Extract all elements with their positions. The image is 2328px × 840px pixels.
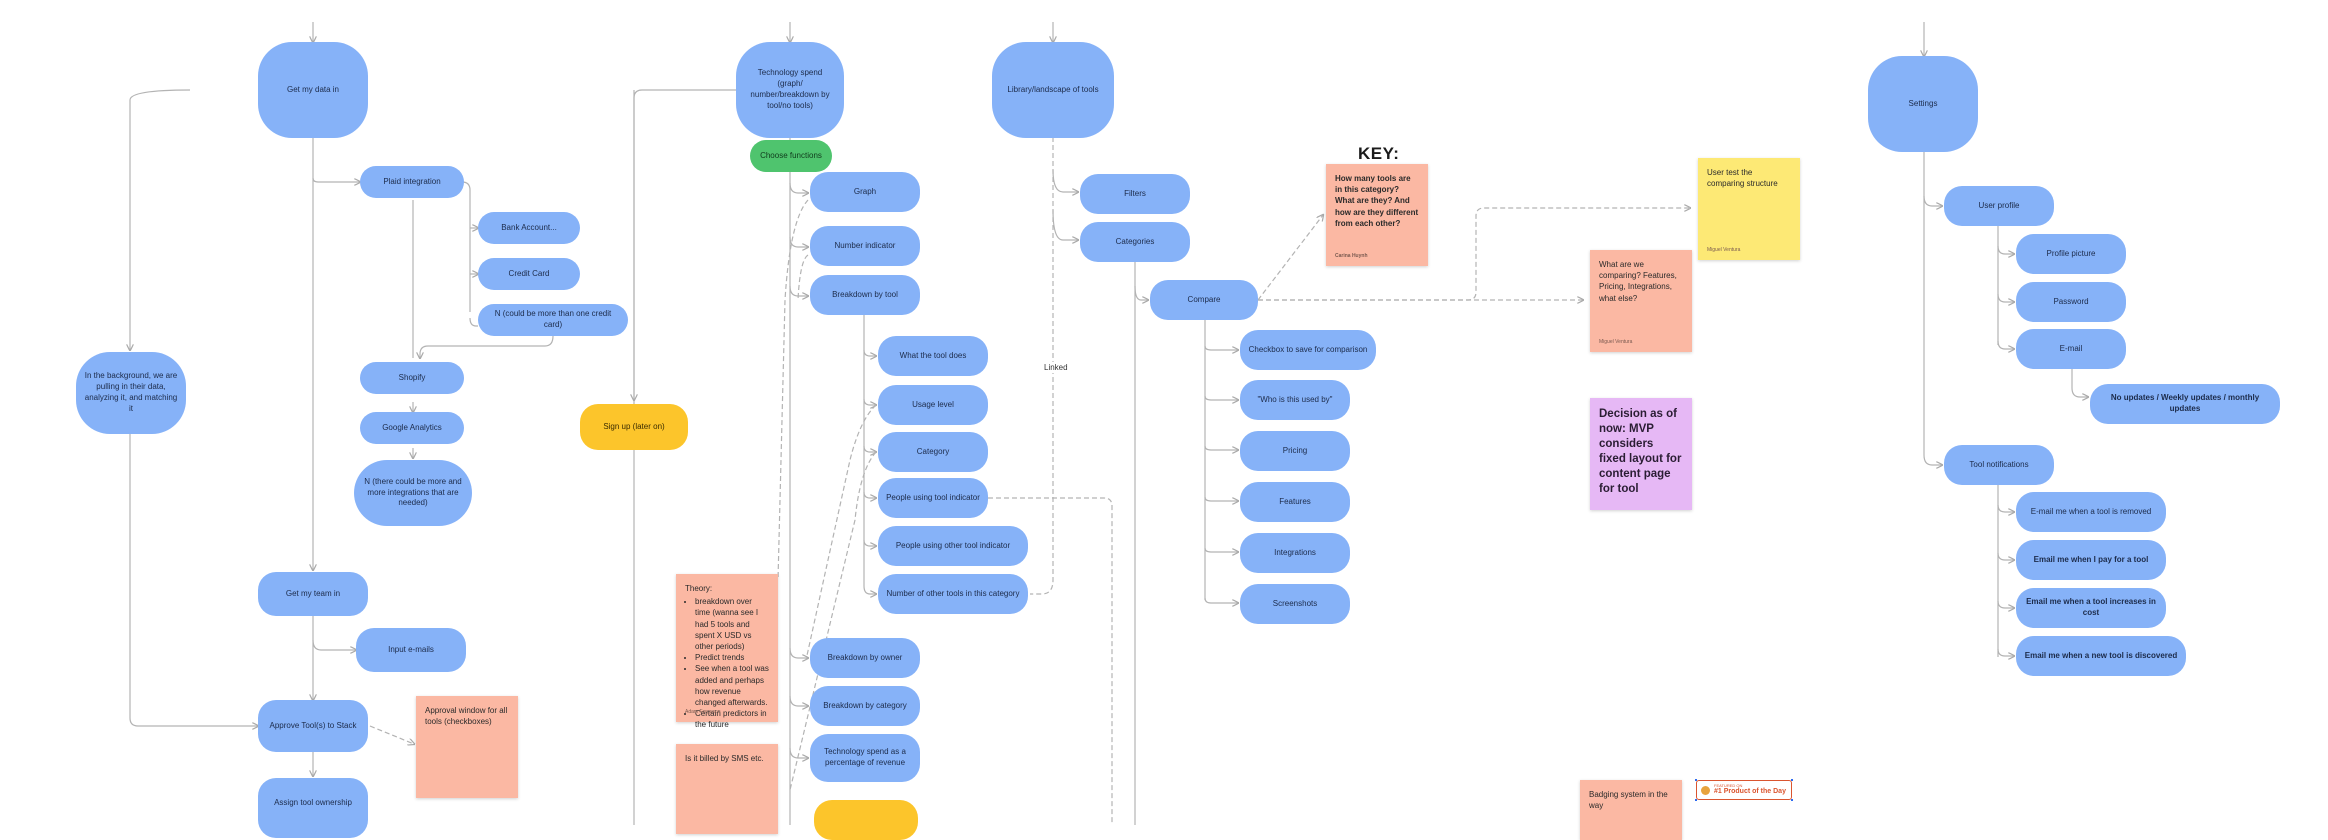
sticky-approval-window: Approval window for all tools (checkboxe… <box>416 696 518 798</box>
selection-handle <box>1791 799 1793 801</box>
node-graph[interactable]: Graph <box>810 172 920 212</box>
theory-title: Theory: <box>685 584 713 593</box>
badge-main-text: #1 Product of the Day <box>1714 788 1786 796</box>
node-number-other-tools[interactable]: Number of other tools in this category <box>878 574 1028 614</box>
node-usage-level[interactable]: Usage level <box>878 385 988 425</box>
node-features[interactable]: Features <box>1240 482 1350 522</box>
sticky-billed-sms: Is it billed by SMS etc. <box>676 744 778 834</box>
node-screenshots[interactable]: Screenshots <box>1240 584 1350 624</box>
node-tool-notifications[interactable]: Tool notifications <box>1944 445 2054 485</box>
node-user-profile[interactable]: User profile <box>1944 186 2054 226</box>
theory-item: Certain predictors in the future <box>695 708 769 730</box>
sticky-text: Badging system in the way <box>1589 790 1668 811</box>
node-input-emails[interactable]: Input e-mails <box>356 628 466 672</box>
node-profile-picture[interactable]: Profile picture <box>2016 234 2126 274</box>
sticky-text: User test the comparing structure <box>1707 168 1778 189</box>
node-email-new-tool[interactable]: Email me when a new tool is discovered <box>2016 636 2186 676</box>
sticky-author: Adam Ferguson <box>685 709 721 715</box>
node-categories[interactable]: Categories <box>1080 222 1190 262</box>
node-credit-card[interactable]: Credit Card <box>478 258 580 290</box>
node-email-tool-cost[interactable]: Email me when a tool increases in cost <box>2016 588 2166 628</box>
node-bank-account[interactable]: Bank Account... <box>478 212 580 244</box>
node-email-tool-removed[interactable]: E-mail me when a tool is removed <box>2016 492 2166 532</box>
sticky-text: Decision as of now: MVP considers fixed … <box>1599 408 1682 495</box>
product-hunt-badge[interactable]: Featured on #1 Product of the Day <box>1696 780 1792 800</box>
badge-small-text: Featured on <box>1714 782 1743 788</box>
sticky-badging: Badging system in the way <box>1580 780 1682 840</box>
theory-item: See when a tool was added and perhaps ho… <box>695 663 769 708</box>
node-password[interactable]: Password <box>2016 282 2126 322</box>
node-library-landscape[interactable]: Library/landscape of tools <box>992 42 1114 138</box>
node-n-credit-card[interactable]: N (could be more than one credit card) <box>478 304 628 336</box>
sticky-theory: Theory: breakdown over time (wanna see I… <box>676 574 778 729</box>
node-tech-spend[interactable]: Technology spend (graph/ number/breakdow… <box>736 42 844 138</box>
selection-handle <box>1791 779 1793 781</box>
node-get-my-team-in[interactable]: Get my team in <box>258 572 368 616</box>
linked-label: Linked <box>1042 362 1070 373</box>
selection-handle <box>1695 779 1697 781</box>
node-choose-functions[interactable]: Choose functions <box>750 140 832 172</box>
medal-icon <box>1701 785 1710 795</box>
node-breakdown-by-tool[interactable]: Breakdown by tool <box>810 275 920 315</box>
node-integrations[interactable]: Integrations <box>1240 533 1350 573</box>
node-breakdown-by-owner[interactable]: Breakdown by owner <box>810 638 920 678</box>
theory-item: Predict trends <box>695 652 769 663</box>
selection-handle <box>1695 799 1697 801</box>
sticky-author: Carina Huynh <box>1335 253 1368 259</box>
node-pricing[interactable]: Pricing <box>1240 431 1350 471</box>
node-no-updates[interactable]: No updates / Weekly updates / monthly up… <box>2090 384 2280 424</box>
node-number-indicator[interactable]: Number indicator <box>810 226 920 266</box>
node-breakdown-by-category[interactable]: Breakdown by category <box>810 686 920 726</box>
node-compare[interactable]: Compare <box>1150 280 1258 320</box>
node-shopify[interactable]: Shopify <box>360 362 464 394</box>
node-sign-up-later[interactable]: Sign up (later on) <box>580 404 688 450</box>
node-assign-tool-ownership[interactable]: Assign tool ownership <box>258 778 368 838</box>
sticky-text: Is it billed by SMS etc. <box>685 754 764 763</box>
sticky-key-question: How many tools are in this category? Wha… <box>1326 164 1428 266</box>
node-google-analytics[interactable]: Google Analytics <box>360 412 464 444</box>
node-people-using-other-tool-indicator[interactable]: People using other tool indicator <box>878 526 1028 566</box>
node-approve-tools[interactable]: Approve Tool(s) to Stack <box>258 700 368 752</box>
sticky-text: How many tools are in this category? Wha… <box>1335 174 1419 228</box>
sticky-decision: Decision as of now: MVP considers fixed … <box>1590 398 1692 510</box>
sticky-user-test: User test the comparing structure Miguel… <box>1698 158 1800 260</box>
key-title: KEY: <box>1358 144 1400 163</box>
sticky-author: Miguel Ventura <box>1707 247 1741 253</box>
theory-list: breakdown over time (wanna see I had 5 t… <box>685 596 769 730</box>
node-what-tool-does[interactable]: What the tool does <box>878 336 988 376</box>
node-settings[interactable]: Settings <box>1868 56 1978 152</box>
node-email[interactable]: E-mail <box>2016 329 2126 369</box>
node-checkbox-save[interactable]: Checkbox to save for comparison <box>1240 330 1376 370</box>
node-n-integrations[interactable]: N (there could be more and more integrat… <box>354 460 472 526</box>
node-background-pulling[interactable]: In the background, we are pulling in the… <box>76 352 186 434</box>
sticky-author: Miguel Ventura <box>1599 339 1633 345</box>
node-email-pay-tool[interactable]: Email me when I pay for a tool <box>2016 540 2166 580</box>
sticky-text: Approval window for all tools (checkboxe… <box>425 706 508 727</box>
sticky-what-comparing: What are we comparing? Features, Pricing… <box>1590 250 1692 352</box>
sticky-text: What are we comparing? Features, Pricing… <box>1599 260 1677 303</box>
node-who-is-this-used-by[interactable]: "Who is this used by" <box>1240 380 1350 420</box>
node-filters[interactable]: Filters <box>1080 174 1190 214</box>
theory-item: breakdown over time (wanna see I had 5 t… <box>695 596 769 652</box>
node-people-using-tool-indicator[interactable]: People using tool indicator <box>878 478 988 518</box>
node-partial-yellow[interactable] <box>814 800 918 840</box>
node-plaid-integration[interactable]: Plaid integration <box>360 166 464 198</box>
node-category[interactable]: Category <box>878 432 988 472</box>
node-get-my-data-in[interactable]: Get my data in <box>258 42 368 138</box>
node-tech-spend-percentage[interactable]: Technology spend as a percentage of reve… <box>810 734 920 782</box>
